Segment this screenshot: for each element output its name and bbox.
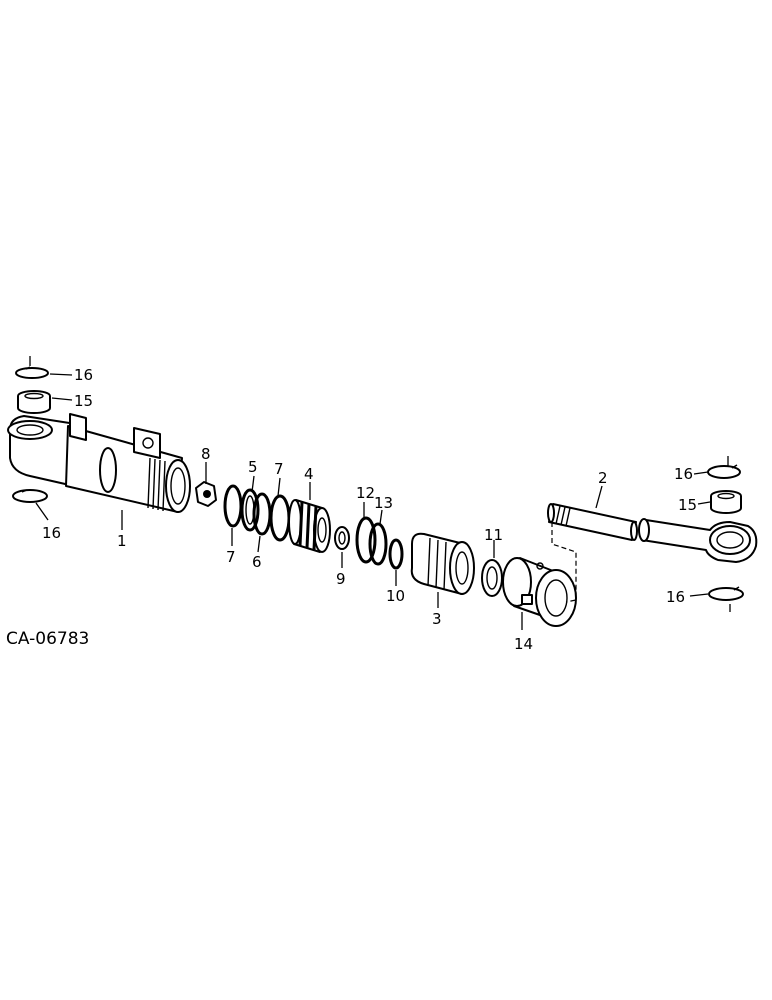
callout-11: 11 (484, 526, 503, 544)
rod-2 (547, 503, 638, 541)
callout-2: 2 (598, 469, 608, 487)
assembly-path-line (551, 522, 577, 603)
snap-ring-16-upper-left (15, 366, 49, 379)
callout-13: 13 (374, 494, 393, 512)
piston-4 (288, 499, 331, 553)
callout-16: 16 (674, 465, 693, 483)
washer-9 (334, 526, 350, 550)
wiper-11 (481, 559, 503, 597)
leader-lines (29, 356, 731, 630)
snap-ring-16-lower-left (12, 489, 48, 503)
callout-15: 15 (678, 496, 697, 514)
callout-10: 10 (386, 587, 405, 605)
rod-end-eye (638, 518, 758, 563)
seal-12 (355, 516, 377, 564)
callout-7: 7 (274, 460, 284, 478)
bushing-15-right (710, 490, 742, 514)
figure-id: CA-06783 (6, 629, 89, 649)
collar-14 (502, 557, 577, 627)
callout-labels: 16 15 16 1 8 5 7 4 7 6 12 13 9 10 3 11 1… (42, 366, 697, 653)
callout-3: 3 (432, 610, 442, 628)
callout-6: 6 (252, 553, 262, 571)
callout-7: 7 (226, 548, 236, 566)
o-ring-7-right (269, 494, 291, 542)
callout-15: 15 (74, 392, 93, 410)
callout-16: 16 (74, 366, 93, 384)
gland-3 (410, 532, 475, 595)
callout-8: 8 (201, 445, 211, 463)
callout-5: 5 (248, 458, 258, 476)
callout-4: 4 (304, 465, 314, 483)
callout-9: 9 (336, 570, 346, 588)
callout-12: 12 (356, 484, 375, 502)
callout-14: 14 (514, 635, 533, 653)
cylinder-barrel-1 (7, 413, 191, 513)
snap-ring-16-upper-right (707, 464, 741, 479)
callout-16: 16 (42, 524, 61, 542)
nut-8 (195, 481, 217, 507)
bushing-15-left (17, 390, 51, 414)
o-ring-7-left (223, 484, 243, 528)
callout-1: 1 (117, 532, 127, 550)
snap-ring-16-lower-right (708, 586, 744, 601)
o-ring-10 (388, 538, 404, 570)
seal-13 (368, 522, 388, 566)
callout-16: 16 (666, 588, 685, 606)
